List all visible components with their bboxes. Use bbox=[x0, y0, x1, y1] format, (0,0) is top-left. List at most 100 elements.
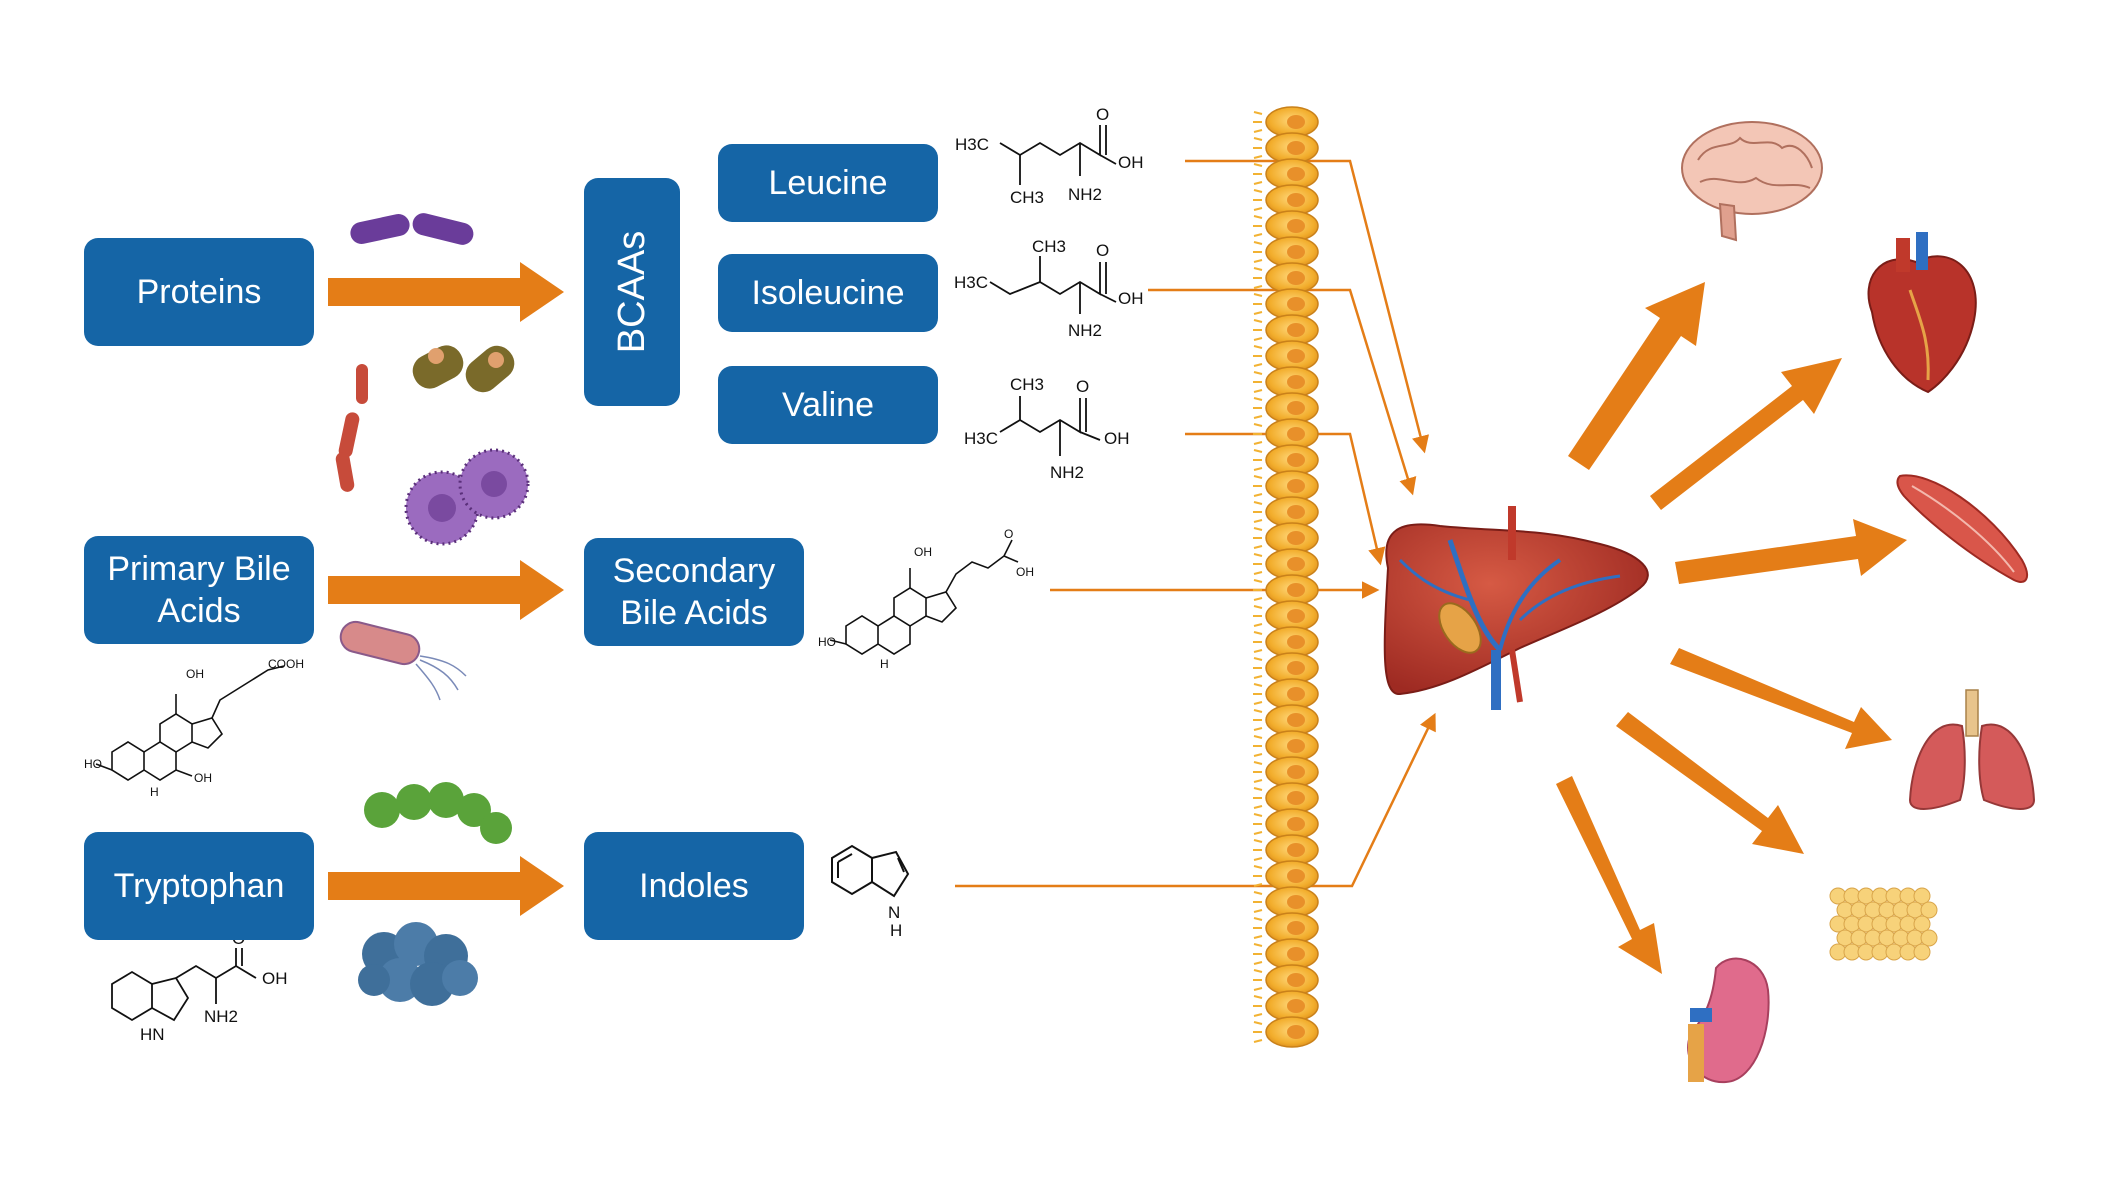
leucine-box: Leucine bbox=[718, 144, 938, 222]
tryptophan-arrow bbox=[328, 856, 564, 916]
olive-bacteria-icon bbox=[412, 345, 515, 393]
tryptophan-hn-label: HN bbox=[140, 1025, 165, 1044]
arrow-to-lungs bbox=[1670, 648, 1892, 749]
primary-bile-acids-label: Primary Bile Acids bbox=[107, 550, 291, 630]
cell-nucleus bbox=[1287, 921, 1305, 935]
microvilli bbox=[1253, 137, 1263, 159]
microvilli bbox=[1253, 501, 1263, 523]
cell-nucleus bbox=[1287, 453, 1305, 467]
microvilli bbox=[1253, 189, 1263, 211]
valine-h3c-label: H3C bbox=[964, 429, 998, 448]
cell-nucleus bbox=[1287, 323, 1305, 337]
leucine-label: Leucine bbox=[768, 164, 888, 202]
secondary-bile-o-label: O bbox=[1004, 527, 1013, 541]
microvilli bbox=[1253, 475, 1263, 497]
blue-cluster-cocci-icon bbox=[358, 922, 478, 1006]
secondary-bile-acids-box: Secondary Bile Acids bbox=[584, 538, 804, 646]
microvilli bbox=[1253, 449, 1263, 471]
lungs-icon bbox=[1908, 689, 2036, 810]
proteins-label: Proteins bbox=[136, 273, 262, 311]
cell-nucleus bbox=[1287, 479, 1305, 493]
indole-line bbox=[955, 712, 1436, 888]
isoleucine-structure: H3C CH3 NH2 O OH bbox=[954, 237, 1144, 340]
proteins-arrow bbox=[328, 262, 564, 322]
isoleucine-o-label: O bbox=[1096, 241, 1109, 260]
cell-nucleus bbox=[1287, 349, 1305, 363]
tryptophan-structure: HN NH2 O OH bbox=[111, 929, 288, 1044]
microvilli bbox=[1253, 215, 1263, 237]
intestinal-epithelium-icon bbox=[1253, 106, 1319, 1048]
primary-bile-ho-label: HO bbox=[84, 757, 102, 771]
bile-acids-arrow bbox=[328, 560, 564, 620]
cell-nucleus bbox=[1287, 843, 1305, 857]
cell-nucleus bbox=[1287, 609, 1305, 623]
arrow-to-adipose bbox=[1616, 712, 1804, 854]
transport-lines bbox=[955, 159, 1436, 888]
cell-nucleus bbox=[1287, 297, 1305, 311]
isoleucine-box: Isoleucine bbox=[718, 254, 938, 332]
arrow-to-brain bbox=[1568, 282, 1705, 470]
leucine-oh-label: OH bbox=[1118, 153, 1144, 172]
microvilli bbox=[1253, 839, 1263, 861]
microvilli bbox=[1253, 293, 1263, 315]
secondary-bile-acid-structure: HO OH O OH H bbox=[818, 527, 1034, 671]
valine-label: Valine bbox=[782, 386, 874, 424]
isoleucine-ch3-label: CH3 bbox=[1032, 237, 1066, 256]
cell-nucleus bbox=[1287, 115, 1305, 129]
bcaas-box: BCAAs bbox=[584, 178, 680, 406]
liver-icon bbox=[1383, 506, 1649, 710]
cell-nucleus bbox=[1287, 583, 1305, 597]
microvilli bbox=[1253, 605, 1263, 627]
microvilli bbox=[1253, 163, 1263, 185]
arrow-to-kidney bbox=[1556, 776, 1662, 974]
microvilli bbox=[1253, 943, 1263, 965]
cell-nucleus bbox=[1287, 869, 1305, 883]
microvilli bbox=[1253, 995, 1263, 1017]
cell-nucleus bbox=[1287, 791, 1305, 805]
microvilli bbox=[1253, 917, 1263, 939]
cell-nucleus bbox=[1287, 167, 1305, 181]
valine-line bbox=[1185, 432, 1386, 566]
adipocyte bbox=[1920, 901, 1938, 919]
arrow-to-heart bbox=[1650, 358, 1842, 510]
source-arrows bbox=[328, 262, 564, 916]
valine-box: Valine bbox=[718, 366, 938, 444]
cell-nucleus bbox=[1287, 687, 1305, 701]
isoleucine-nh2-label: NH2 bbox=[1068, 321, 1102, 340]
heart-icon bbox=[1867, 232, 1977, 394]
indoles-box: Indoles bbox=[584, 832, 804, 940]
secondary-bile-oh-12-label: OH bbox=[914, 545, 932, 559]
valine-structure: H3C CH3 NH2 O OH bbox=[964, 375, 1130, 482]
cell-nucleus bbox=[1287, 271, 1305, 285]
tryptophan-label: Tryptophan bbox=[113, 867, 285, 905]
cell-nucleus bbox=[1287, 817, 1305, 831]
microvilli bbox=[1253, 683, 1263, 705]
microvilli bbox=[1253, 319, 1263, 341]
cell-nucleus bbox=[1287, 531, 1305, 545]
cell-nucleus bbox=[1287, 999, 1305, 1013]
cell-nucleus bbox=[1287, 427, 1305, 441]
cell-nucleus bbox=[1287, 765, 1305, 779]
indoles-label: Indoles bbox=[639, 867, 749, 905]
primary-bile-acids-box: Primary Bile Acids bbox=[84, 536, 314, 644]
isoleucine-line bbox=[1148, 288, 1417, 496]
microvilli bbox=[1253, 761, 1263, 783]
cell-nucleus bbox=[1287, 739, 1305, 753]
leucine-o-label: O bbox=[1096, 105, 1109, 124]
microvilli bbox=[1253, 241, 1263, 263]
cell-nucleus bbox=[1287, 661, 1305, 675]
microvilli bbox=[1253, 657, 1263, 679]
primary-bile-cooh-label: COOH bbox=[268, 657, 304, 671]
indole-structure: N H bbox=[831, 844, 910, 940]
purple-rod-bacteria-icon bbox=[350, 213, 474, 245]
tryptophan-oh-label: OH bbox=[262, 969, 288, 988]
bcaas-label: BCAAs bbox=[611, 230, 654, 354]
adipocyte bbox=[1920, 929, 1938, 947]
leucine-line bbox=[1185, 159, 1430, 454]
microvilli bbox=[1253, 891, 1263, 913]
secondary-bile-h-label: H bbox=[880, 657, 889, 671]
cell-nucleus bbox=[1287, 635, 1305, 649]
adipocyte bbox=[1913, 887, 1931, 905]
cell-nucleus bbox=[1287, 245, 1305, 259]
